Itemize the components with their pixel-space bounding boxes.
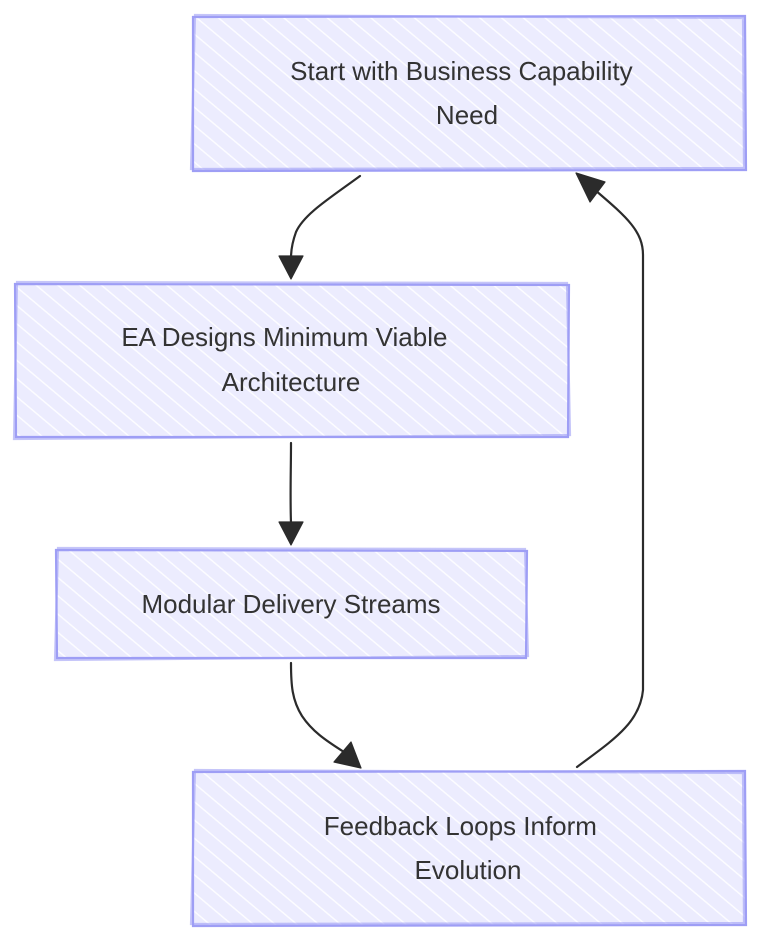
arrowhead-down: [278, 521, 304, 546]
node-feedback-loops-line-1: Feedback Loops Inform: [324, 811, 597, 841]
edge-capability-to-ea: [278, 174, 362, 280]
node-feedback-loops[interactable]: Feedback Loops Inform Evolution: [189, 768, 748, 928]
node-ea-designs-line-2: Architecture: [222, 367, 361, 397]
node-capability-need[interactable]: Start with Business Capability Need: [189, 13, 748, 173]
node-capability-need-label: Start with Business Capability Need: [290, 56, 640, 130]
node-modular-delivery[interactable]: Modular Delivery Streams: [53, 546, 530, 662]
node-modular-delivery-label: Modular Delivery Streams: [141, 589, 440, 619]
edge-feedback-to-capability: [575, 172, 645, 769]
arrowhead-down-right: [333, 741, 362, 769]
node-modular-delivery-line-1: Modular Delivery Streams: [141, 589, 440, 619]
node-feedback-loops-line-2: Evolution: [415, 855, 522, 885]
node-feedback-loops-label: Feedback Loops Inform Evolution: [324, 811, 604, 885]
node-ea-designs-label: EA Designs Minimum Viable Architecture: [121, 322, 454, 397]
node-ea-designs[interactable]: EA Designs Minimum Viable Architecture: [12, 280, 572, 441]
arrowhead-down: [278, 255, 304, 280]
arrowhead-up-left: [575, 172, 606, 203]
node-ea-designs-line-1: EA Designs Minimum Viable: [121, 322, 447, 352]
edge-ea-to-modular: [278, 441, 304, 546]
edge-modular-to-feedback: [289, 661, 362, 769]
node-capability-need-line-1: Start with Business Capability: [290, 56, 632, 86]
node-capability-need-line-2: Need: [436, 100, 498, 130]
